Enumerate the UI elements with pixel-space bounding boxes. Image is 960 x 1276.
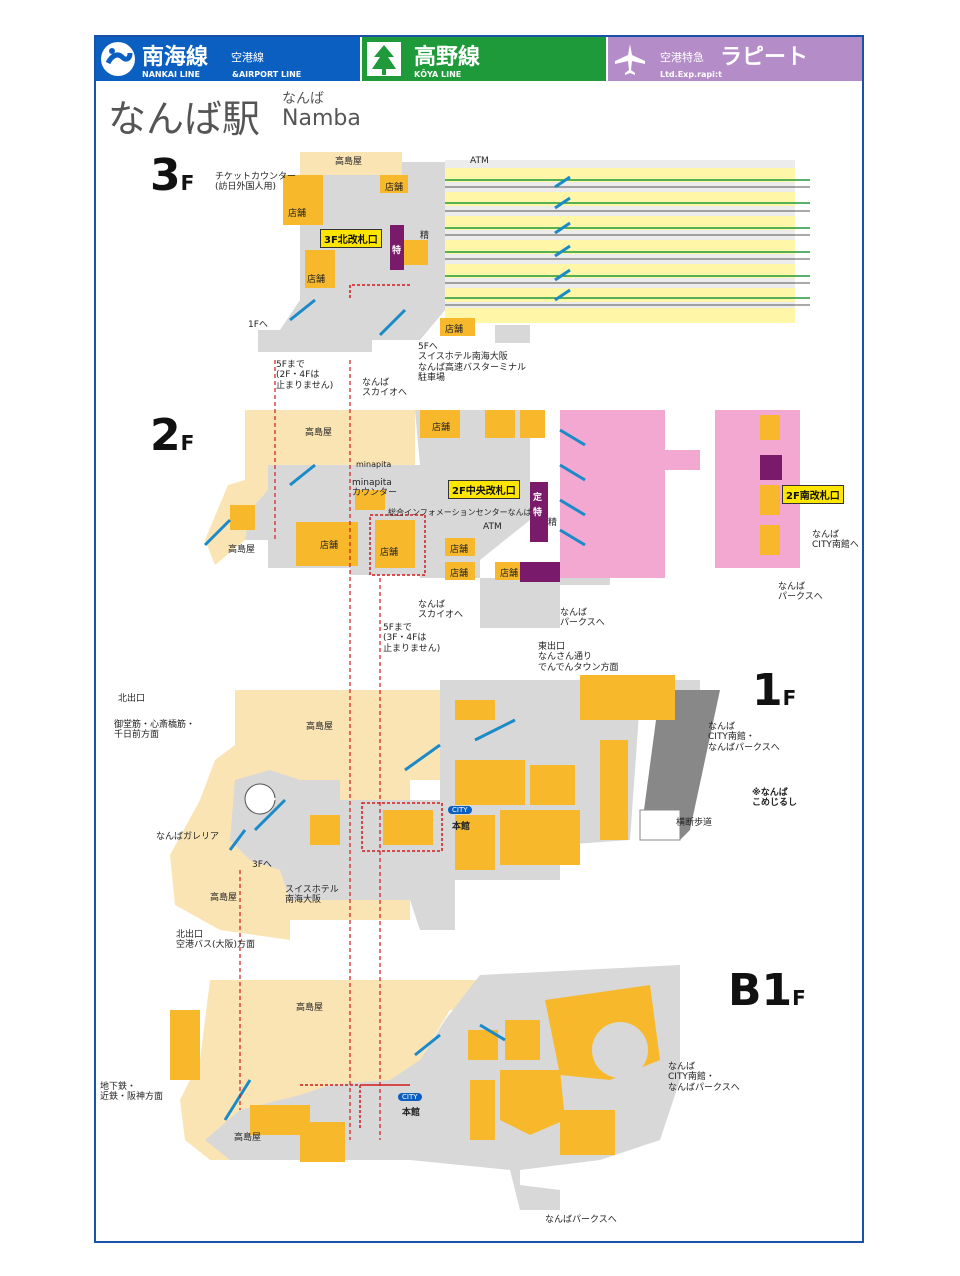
- 3f-shop-4: 店舗: [445, 325, 464, 335]
- koya-name: 高野線: [414, 45, 481, 70]
- floor-3f-label: 3F: [150, 150, 195, 201]
- 2f-skyo: なんば スカイオへ: [418, 600, 464, 621]
- 1f-north-exit-dest: 御堂筋・心斎橋筋・ 千日前方面: [114, 720, 196, 741]
- station-name: なんば駅: [108, 97, 261, 141]
- 2f-shop-6: 店舗: [500, 569, 519, 579]
- 2f-teiki: 定: [533, 493, 543, 503]
- floor-2f-map: [203, 410, 800, 628]
- 3f-north-gate: 3F北改札口: [320, 229, 382, 248]
- 2f-shop-2: 店舗: [320, 541, 339, 551]
- rapit-header: 空港特急 ラピート Ltd.Exp.rapi:t: [608, 37, 862, 81]
- b1-parks: なんばパークスへ: [545, 1215, 617, 1225]
- b1-takashimaya-2: 高島屋: [234, 1133, 262, 1143]
- 1f-north-exit-2: 北出口 空港バス(大阪)方面: [176, 930, 256, 951]
- b1-subway: 地下鉄・ 近鉄・阪神方面: [100, 1082, 164, 1103]
- b1-honkan: 本館: [402, 1108, 421, 1118]
- 2f-minapita: minapita: [356, 460, 392, 469]
- 3f-seisan: 精: [420, 231, 430, 241]
- floor-2f-label: 2F: [150, 410, 195, 461]
- 3f-to-5f-note: 5Fまで (2F・4Fは 止まりません): [276, 360, 334, 391]
- nankai-sub: 空港線: [231, 51, 264, 64]
- 2f-shop-4: 店舗: [450, 545, 469, 555]
- floor-1f-map: [170, 675, 720, 940]
- 2f-central-gate: 2F中央改札口: [448, 480, 520, 499]
- 1f-komejirushi: ※なんば こめじるし: [752, 788, 798, 809]
- koya-logo-icon: [367, 42, 401, 76]
- 1f-honkan: 本館: [452, 822, 471, 832]
- 1f-crosswalk: 横断歩道: [676, 818, 713, 828]
- 3f-to-5f: 5Fへ スイスホテル南海大阪 なんば高速バスターミナル 駐車場: [418, 342, 527, 384]
- 3f-atm: ATM: [470, 156, 489, 166]
- 2f-seisan: 精: [548, 518, 558, 528]
- 1f-galleria: なんばガレリア: [156, 832, 220, 842]
- 3f-skyo: なんば スカイオへ: [362, 378, 408, 399]
- rapit-name: ラピート: [720, 45, 809, 70]
- 2f-info-center: 総合インフォメーションセンターなんば: [388, 508, 532, 517]
- 1f-north-exit: 北出口: [118, 694, 146, 704]
- nankai-en2: &AIRPORT LINE: [232, 70, 302, 79]
- 1f-east-exit: 東出口 なんさん通り でんでんタウン方面: [538, 642, 619, 673]
- airplane-icon: [615, 44, 645, 75]
- 1f-takashimaya: 高島屋: [306, 722, 334, 732]
- 2f-parks-2: なんば パークスへ: [778, 582, 823, 603]
- 2f-to-5f-note: 5Fまで (3F・4Fは 止まりません): [383, 623, 441, 654]
- station-kana: なんば: [282, 91, 324, 107]
- floor-3f-map: [258, 152, 810, 352]
- 2f-parks: なんば パークスへ: [560, 608, 605, 629]
- 3f-shop-2: 店舗: [385, 183, 404, 193]
- station-roman: Namba: [282, 106, 361, 131]
- koya-en: KŌYA LINE: [414, 70, 462, 79]
- nankai-logo-icon: [101, 42, 135, 76]
- elevator-connectors: [239, 360, 381, 1140]
- 2f-toku: 特: [533, 508, 543, 518]
- 1f-city-south-parks: なんば CITY南館・ なんばパークスへ: [708, 722, 780, 753]
- 2f-city-south: なんば CITY南館へ: [812, 530, 859, 551]
- 1f-to-3f: 3Fへ: [252, 860, 272, 870]
- b1-takashimaya: 高島屋: [296, 1003, 324, 1013]
- b1-city-badge: CITY: [398, 1093, 422, 1102]
- rapit-sub: 空港特急: [660, 51, 704, 64]
- nankai-line-header: 南海線 空港線 NANKAI LINE &AIRPORT LINE: [96, 37, 360, 81]
- rapit-en: Ltd.Exp.rapi:t: [660, 70, 722, 79]
- floor-b1f-map: [170, 965, 680, 1210]
- floor-b1f-label: B1F: [728, 965, 806, 1016]
- 2f-shop-3: 店舗: [380, 548, 399, 558]
- nankai-name: 南海線: [142, 45, 209, 70]
- 2f-shop: 店舗: [432, 423, 451, 433]
- nankai-en: NANKAI LINE: [142, 70, 200, 79]
- 2f-shop-5: 店舗: [450, 569, 469, 579]
- 3f-to-1f: 1Fへ: [248, 320, 268, 330]
- 1f-swiss: スイスホテル 南海大阪: [285, 885, 339, 906]
- 2f-atm: ATM: [483, 522, 502, 532]
- 2f-takashimaya-2: 高島屋: [228, 545, 256, 555]
- koya-line-header: 高野線 KŌYA LINE: [362, 37, 606, 81]
- 3f-toku: 特: [392, 246, 402, 256]
- 1f-takashimaya-2: 高島屋: [210, 893, 238, 903]
- 2f-minapita-counter: minapita カウンター: [352, 478, 398, 499]
- 2f-takashimaya: 高島屋: [305, 428, 333, 438]
- b1-city-south-parks: なんば CITY南館・ なんばパークスへ: [668, 1062, 740, 1093]
- 3f-takashimaya: 高島屋: [335, 157, 363, 167]
- floor-1f-label: 1F: [752, 665, 797, 716]
- 1f-city-badge: CITY: [448, 806, 472, 815]
- 3f-shop-3: 店舗: [307, 275, 326, 285]
- map-frame: [94, 35, 864, 1243]
- 3f-shop: 店舗: [288, 209, 307, 219]
- 3f-ticket-counter: チケットカウンター (訪日外国人用): [215, 172, 297, 193]
- 2f-south-gate: 2F南改札口: [782, 485, 844, 504]
